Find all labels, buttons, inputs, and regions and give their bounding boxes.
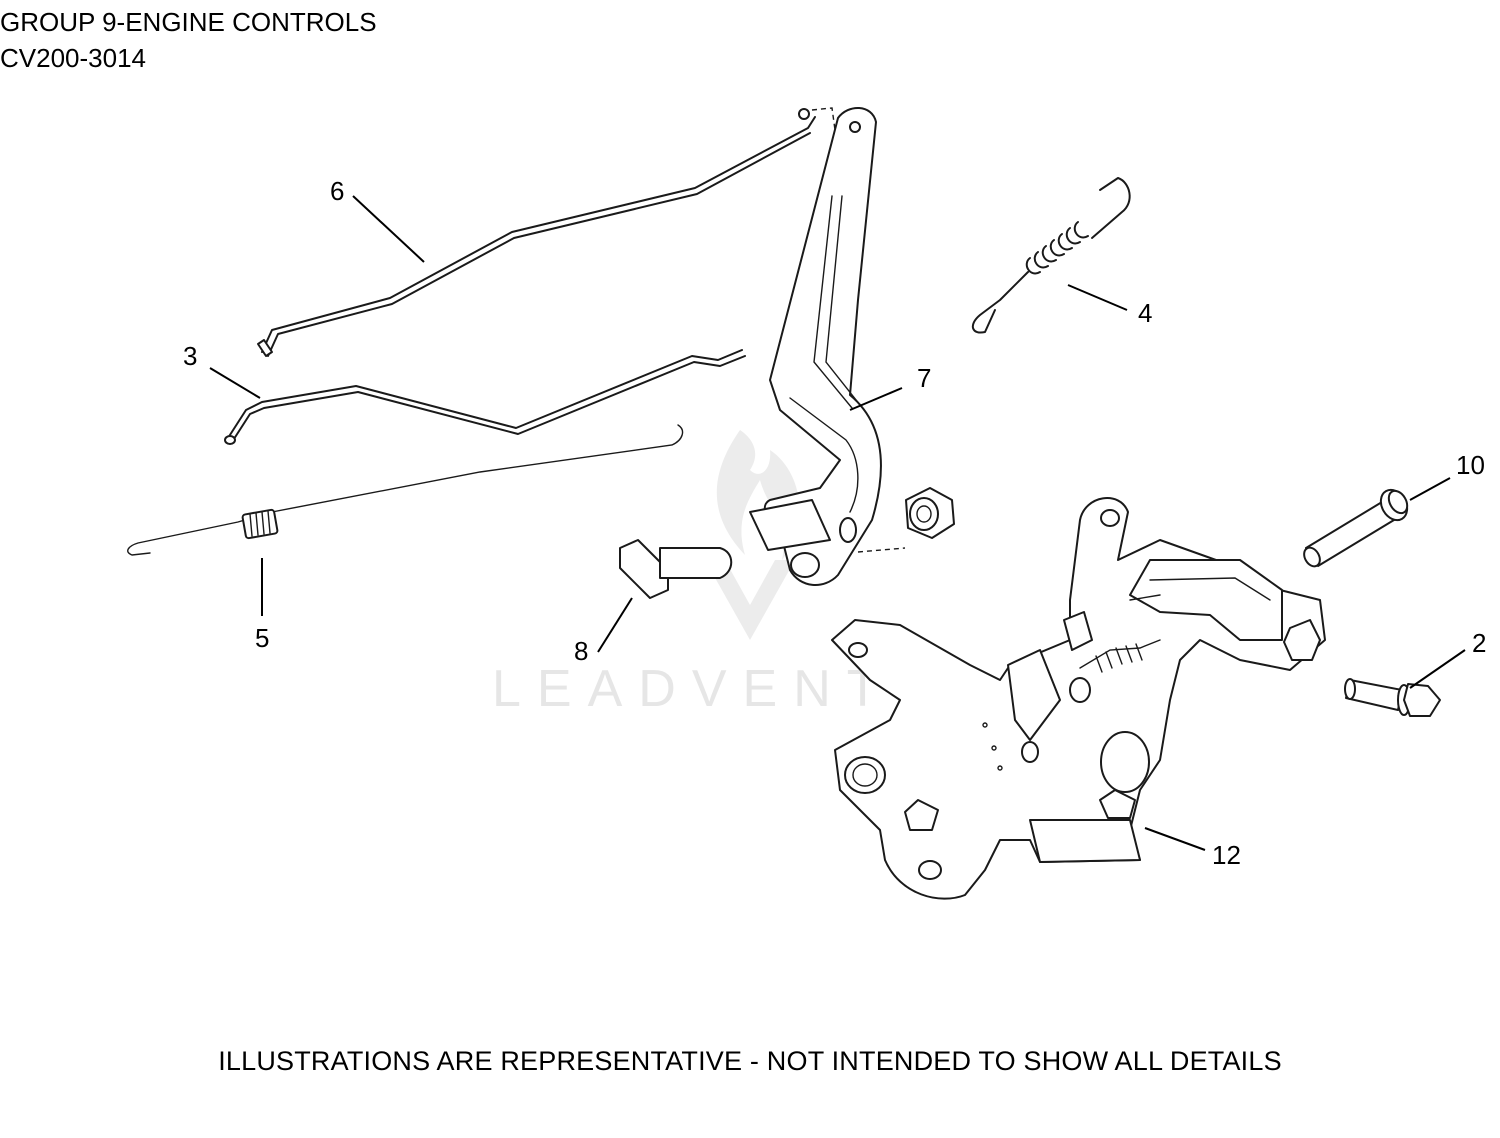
callout-12[interactable]: 12 (1212, 840, 1241, 870)
part-7-control-lever[interactable] (749, 107, 906, 587)
part-12-control-bracket[interactable] (831, 497, 1326, 900)
callout-4[interactable]: 4 (1138, 298, 1152, 328)
part-4-extension-spring[interactable] (971, 177, 1131, 334)
model-code: CV200-3014 (0, 43, 146, 73)
callout-6[interactable]: 6 (330, 176, 344, 206)
part-10-bolt[interactable] (1301, 485, 1412, 569)
leader-lines (209, 195, 1466, 851)
callout-3[interactable]: 3 (183, 341, 197, 371)
group-title: GROUP 9-ENGINE CONTROLS (0, 7, 377, 37)
callout-labels: 6 3 5 7 4 8 10 2 12 (183, 176, 1486, 870)
disclaimer-footer: ILLUSTRATIONS ARE REPRESENTATIVE - NOT I… (218, 1046, 1282, 1076)
part-2-hex-bolt[interactable] (1344, 678, 1441, 717)
part-5-spring-wire[interactable] (127, 424, 684, 556)
callout-2[interactable]: 2 (1472, 628, 1486, 658)
watermark-flame-icon (705, 430, 800, 640)
part-3-choke-rod[interactable] (224, 349, 746, 445)
callout-10[interactable]: 10 (1456, 450, 1485, 480)
spring-coils (1025, 221, 1089, 275)
part-8-shoulder-pin[interactable] (619, 539, 733, 599)
callout-5[interactable]: 5 (255, 623, 269, 653)
hex-nut[interactable] (905, 487, 955, 539)
part-6-throttle-rod[interactable] (257, 107, 841, 357)
callout-7[interactable]: 7 (917, 363, 931, 393)
callout-8[interactable]: 8 (574, 636, 588, 666)
